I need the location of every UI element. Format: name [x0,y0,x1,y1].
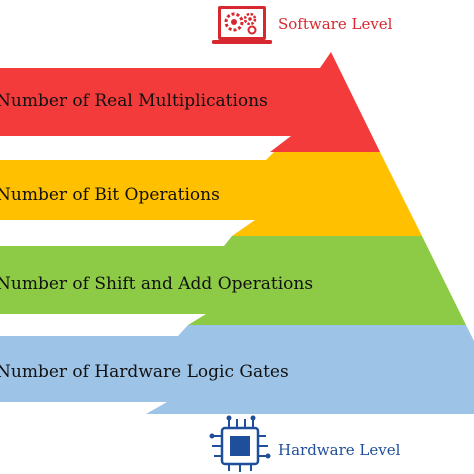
level-band [0,52,380,152]
level-label: Number of Bit Operations [0,185,220,205]
circuit-chip-icon [209,415,271,472]
level-hardware-logic-gates: Number of Hardware Logic Gates [0,325,474,414]
level-band [0,152,422,236]
level-label: Number of Shift and Add Operations [0,274,313,294]
level-band [0,236,466,325]
hardware-level-footer: Hardware Level [209,415,401,472]
level-label: Number of Hardware Logic Gates [0,362,289,382]
level-shift-and-add-operations: Number of Shift and Add Operations [0,236,466,325]
software-level-label: Software Level [278,15,393,33]
laptop-gears-icon [212,6,272,44]
level-band [0,325,474,414]
level-real-multiplications: Number of Real Multiplications [0,52,380,152]
hardware-level-label: Hardware Level [278,441,401,459]
software-level-header: Software Level [212,6,393,44]
level-label: Number of Real Multiplications [0,91,268,111]
level-bit-operations: Number of Bit Operations [0,152,422,236]
